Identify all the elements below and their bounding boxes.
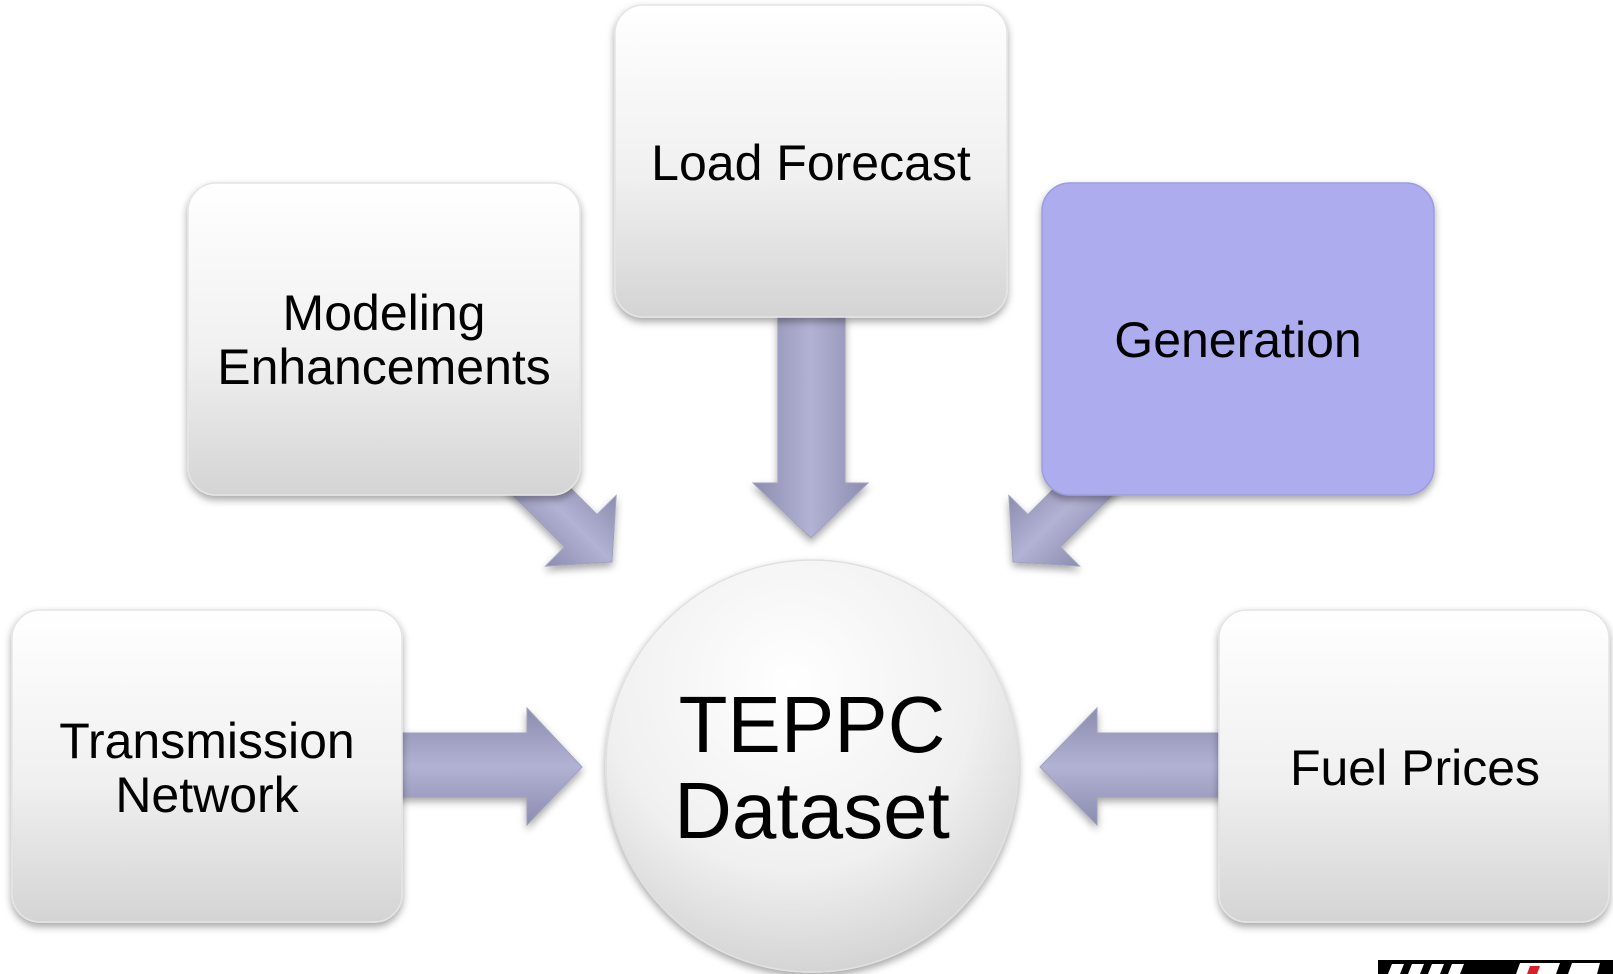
load-forecast-box: Load Forecast <box>614 4 1008 318</box>
organization-logo <box>1378 960 1613 974</box>
transmission-network-arrow <box>394 706 583 827</box>
center-label-line1: TEPPC <box>679 680 946 769</box>
load-forecast-label: Load Forecast <box>651 135 971 191</box>
teppc-dataset-circle: TEPPC Dataset <box>605 559 1019 973</box>
fuel-prices-box: Fuel Prices <box>1218 609 1610 923</box>
fuel-prices-arrow <box>1039 706 1223 827</box>
center-label-line2: Dataset <box>674 766 950 855</box>
modeling-enhancements-label-line2: Enhancements <box>217 339 551 395</box>
transmission-network-box: Transmission Network <box>11 609 403 923</box>
transmission-network-label-line2: Network <box>115 767 299 823</box>
transmission-network-label-line1: Transmission <box>59 713 354 769</box>
generation-box: Generation <box>1041 182 1435 496</box>
generation-label: Generation <box>1114 312 1361 368</box>
modeling-enhancements-box: Modeling Enhancements <box>187 182 581 496</box>
load-forecast-arrow <box>751 314 870 539</box>
modeling-enhancements-label-line1: Modeling <box>283 285 486 341</box>
fuel-prices-label: Fuel Prices <box>1290 740 1540 796</box>
